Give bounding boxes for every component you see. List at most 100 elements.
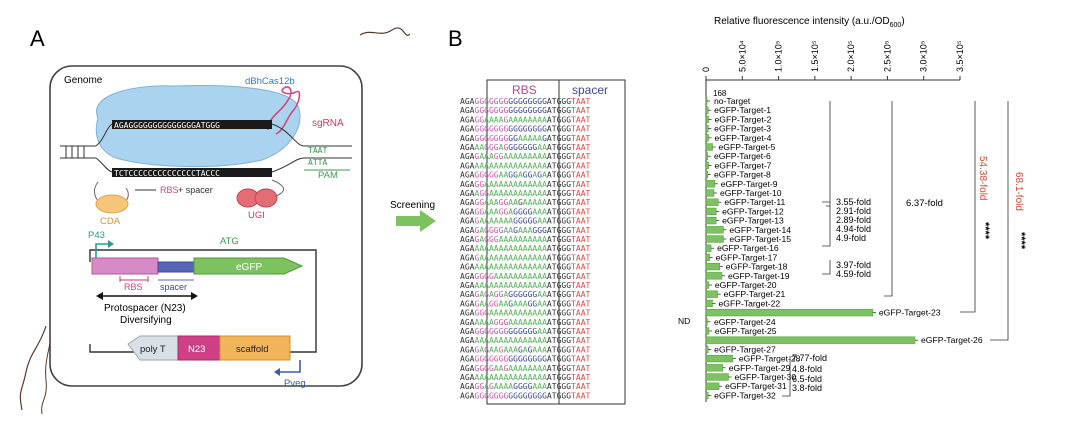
sequence-row: AGAGGAAAAGAAAAAAAAATGGGTAAT: [460, 115, 591, 124]
category-label: eGFP-Target-31: [725, 381, 787, 391]
bar: [705, 189, 715, 197]
bar: [705, 161, 709, 170]
category-label: eGFP-Target-32: [714, 390, 776, 400]
category-label: eGFP-Target-2: [715, 114, 772, 124]
bottom-strand-bar: [112, 168, 272, 177]
fold-13: 2.89-fold: [836, 215, 871, 225]
ugi-lobe-2: [254, 188, 278, 208]
panel-a-label: A: [30, 26, 45, 51]
screening-arrow: [396, 210, 436, 232]
bar: [705, 170, 709, 179]
pam-top: TAAT: [308, 146, 327, 155]
xlabel-end: ): [901, 16, 904, 27]
sequence-list: AGAGGGGGGGGGGGGGGGATGGGTAAT AGAGGGGGGGGGG…: [460, 97, 591, 400]
bar: [705, 262, 721, 271]
rbs-spacer-2: + spacer: [178, 185, 213, 195]
nd-label: ND: [678, 316, 690, 326]
tick-168: 168: [713, 89, 727, 98]
stars-1: ****: [979, 222, 991, 240]
pveg-arrowhead: [274, 368, 280, 376]
bar: [705, 253, 710, 262]
plasmid-backbone: [89, 249, 317, 353]
bar: [705, 354, 734, 363]
category-label: eGFP-Target-10: [720, 188, 782, 198]
bar: [705, 216, 717, 225]
n23-block: [177, 335, 221, 361]
category-label: eGFP-Target-17: [716, 252, 778, 262]
sequence-row: AGAAAAAAAAAAAAAAAAATGGGTAAT: [460, 161, 591, 170]
diversifying-label: Diversifying: [120, 315, 172, 326]
sequence-row: AGAGGGGGGGGGGGGGGGATGGGTAAT: [460, 106, 591, 115]
category-label: eGFP-Target-30: [734, 372, 796, 382]
bar: [705, 244, 712, 252]
fold-12: 2.91-fold: [836, 206, 871, 216]
ugi-label: UGI: [248, 210, 265, 221]
sequence-row: AGAGGGGGGGGGAAAAAGATGGGTAAT: [460, 134, 591, 143]
sequence-row: AGAGAGGGGAAGAAAGGGATGGGTAAT: [460, 226, 591, 235]
xlabel-main: Relative fluorescence intensity (a.u./OD: [714, 16, 890, 27]
sequence-row: AGAGGAAAGGAGGGGAAAATGGGTAAT: [460, 207, 591, 216]
x-tick-label: 3.0×10⁵: [919, 40, 929, 72]
sequence-row: AGAGGGGGGGGGGGGGGGATGGGTAAT: [460, 391, 591, 400]
xlabel-sub: 600: [890, 22, 902, 29]
sequence-row: AGAAAAAAAAAAAAAAAAATGGGTAAT: [460, 281, 591, 290]
category-label: eGFP-Target-19: [728, 271, 790, 281]
protein-label: dBhCas12b: [245, 76, 295, 87]
x-tick-label: 2.5×10⁵: [882, 40, 892, 72]
chart-bars: [705, 97, 919, 400]
category-label: no-Target: [714, 96, 751, 106]
spacer-label: spacer: [160, 282, 187, 292]
atg-label: ATG: [220, 236, 239, 247]
fold-30: 6.5-fold: [792, 374, 822, 384]
protospacer-arrowhead-r: [191, 292, 198, 300]
seq-box: [486, 79, 626, 405]
sequence-row: AGAGAAAAAAAAAAAAAAATGGGTAAT: [460, 253, 591, 262]
category-label: eGFP-Target-20: [715, 280, 777, 290]
category-label: eGFP-Target-7: [715, 160, 772, 170]
bar: [705, 143, 713, 151]
flagellum-top: [359, 27, 411, 36]
sequence-row: AGAGGGGGGGGGGGGGGGATGGGTAAT: [460, 355, 591, 364]
x-tick-label: 3.5×10⁵: [955, 40, 965, 72]
sequence-row: AGAAGGAAAAAAAAAAAAATGGGTAAT: [460, 189, 591, 198]
fold-54-38: 54.38-fold: [977, 156, 988, 200]
category-label: eGFP-Target-16: [717, 243, 779, 253]
category-label: eGFP-Target-8: [714, 170, 771, 180]
sgrna-hairpin: [267, 86, 301, 135]
sequence-row: AGAGGGGGGGGGGGGGAAATGGGTAAT: [460, 327, 591, 336]
x-tick-label: 1.0×10⁵: [774, 40, 784, 72]
category-label: eGFP-Target-21: [724, 289, 786, 299]
screening-label: Screening: [390, 200, 435, 211]
pam-label: PAM: [318, 170, 338, 181]
spacer-block: [157, 261, 195, 273]
sequence-row: AGAGGGGAAAAAAAAAAAATGGGTAAT: [460, 272, 591, 281]
significance-brackets: [782, 101, 1009, 397]
rbs-spacer-1: RBS: [160, 185, 179, 195]
category-label: eGFP-Target-15: [729, 234, 791, 244]
bar: [705, 336, 916, 344]
category-label: eGFP-Target-25: [715, 326, 777, 336]
p43-promoter-arrow: [95, 243, 108, 258]
x-tick-label: 1.5×10⁵: [810, 40, 820, 72]
bar: [705, 106, 709, 114]
pveg-promoter-arrow: [280, 360, 301, 373]
flagellum-bottom: [19, 325, 47, 411]
bar: [705, 207, 717, 216]
protospacer-label: Protospacer (N23): [104, 303, 186, 314]
sequence-row: AGAGAGAGGAGGGGGGAAATGGGTAAT: [460, 290, 591, 299]
polyt-label: poly T: [140, 344, 166, 355]
fold-31: 3.8-fold: [792, 383, 822, 393]
p43-arrowhead: [108, 240, 114, 248]
scaffold-block: [219, 335, 291, 361]
sequence-row: AGAAAAAAAAAAAAAAAAATGGGTAAT: [460, 244, 591, 253]
sequence-row: AGAGGGGGGGGGGGGGGGATGGGTAAT: [460, 125, 591, 134]
sequence-row: AGAGGGAAAAAAAAAAAAATGGGTAAT: [460, 309, 591, 318]
category-label: eGFP-Target-28: [739, 354, 801, 364]
category-label: eGFP-Target-13: [722, 216, 784, 226]
x-tick-label: 2.0×10⁵: [846, 40, 856, 72]
bar: [705, 391, 709, 400]
bar: [705, 134, 709, 142]
col-rbs-label: RBS: [512, 83, 537, 97]
